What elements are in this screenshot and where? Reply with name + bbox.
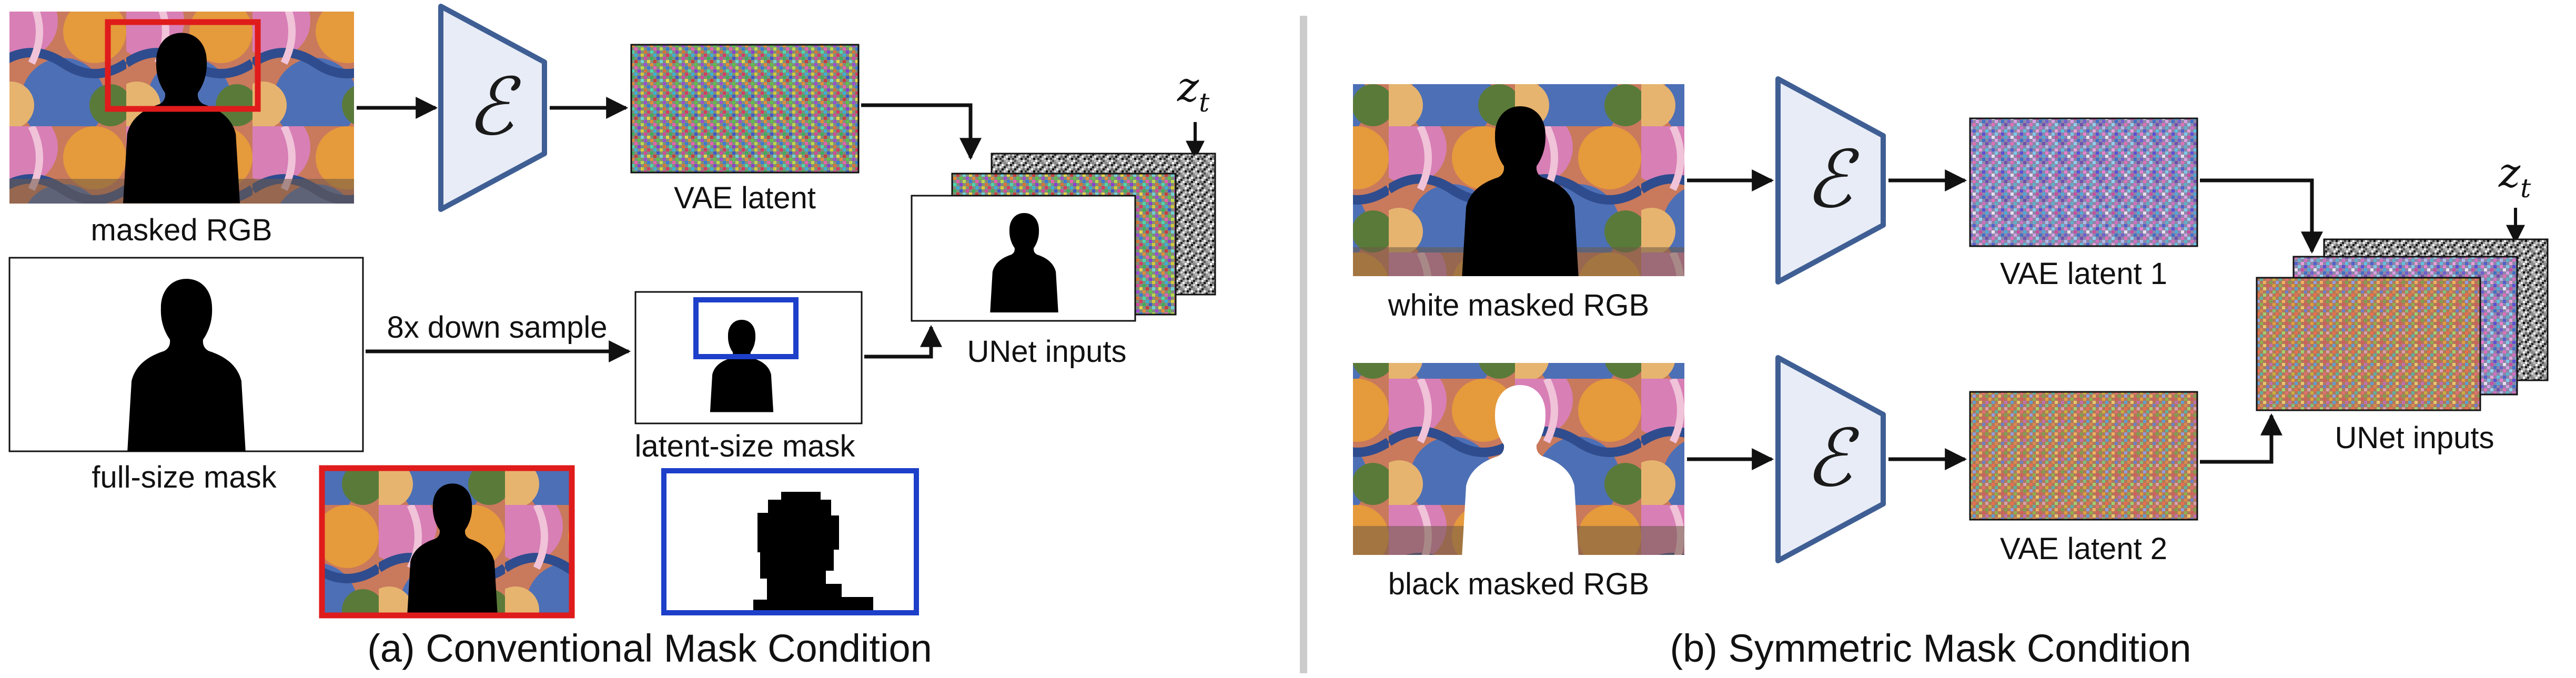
black-masked-rgb-label: black masked RGB	[1388, 567, 1649, 601]
unet-inputs-label-b: UNet inputs	[2335, 421, 2494, 455]
black-masked-rgb-image	[1353, 363, 1684, 555]
encoder-symbol-b1: ℰ	[1805, 134, 1860, 226]
vae-latent-1-label: VAE latent 1	[2000, 257, 2167, 291]
masked-rgb-label: masked RGB	[91, 213, 272, 247]
encoder-symbol-b2: ℰ	[1805, 413, 1860, 504]
unet-input-stack-b	[2256, 238, 2549, 411]
vae-latent-1-image	[1969, 117, 2198, 247]
white-masked-rgb-image	[1353, 84, 1684, 276]
white-masked-rgb-label: white masked RGB	[1388, 288, 1649, 322]
unet-inputs-label-a: UNet inputs	[967, 335, 1126, 369]
encoder-symbol-a: ℰ	[467, 62, 521, 153]
red-zoom-crop	[319, 465, 575, 619]
full-size-mask-image	[8, 257, 364, 452]
red-crop-box	[105, 19, 261, 112]
full-size-mask-label: full-size mask	[92, 460, 277, 494]
vae-latent-2-image	[1969, 391, 2198, 521]
vae-encoder-b2: ℰ	[1775, 355, 1886, 563]
vae-latent-2-label: VAE latent 2	[2000, 532, 2167, 566]
vae-latent-label: VAE latent	[674, 181, 816, 215]
arrow-latent1-to-unet	[2200, 178, 2323, 254]
caption-a: (a) Conventional Mask Condition	[367, 626, 932, 670]
noise-symbol-a: zt	[1177, 64, 1210, 118]
vae-latent-image	[630, 44, 860, 174]
caption-b: (b) Symmetric Mask Condition	[1670, 626, 2191, 670]
latent-size-mask-image	[634, 291, 863, 424]
arrow-latent2-to-unet	[2200, 413, 2282, 464]
noise-symbol-b: zt	[2498, 149, 2531, 204]
panel-a: masked RGB ℰ VAE latent zt UNet inputs	[8, 4, 1216, 670]
vae-encoder-b1: ℰ	[1775, 76, 1886, 285]
vae-encoder-a: ℰ	[438, 4, 547, 212]
latent-size-mask-label: latent-size mask	[634, 429, 855, 463]
blue-crop-box	[693, 297, 799, 359]
panel-b: white masked RGB black masked RGB ℰ ℰ VA…	[1353, 76, 2549, 670]
blue-zoom-crop	[661, 468, 919, 615]
downsample-label: 8x down sample	[387, 310, 607, 345]
unet-input-stack-a	[911, 153, 1216, 322]
arrow-mask-to-unet	[864, 325, 942, 359]
arrow-latent-to-unet	[861, 103, 982, 160]
masked-rgb-image	[9, 12, 354, 204]
